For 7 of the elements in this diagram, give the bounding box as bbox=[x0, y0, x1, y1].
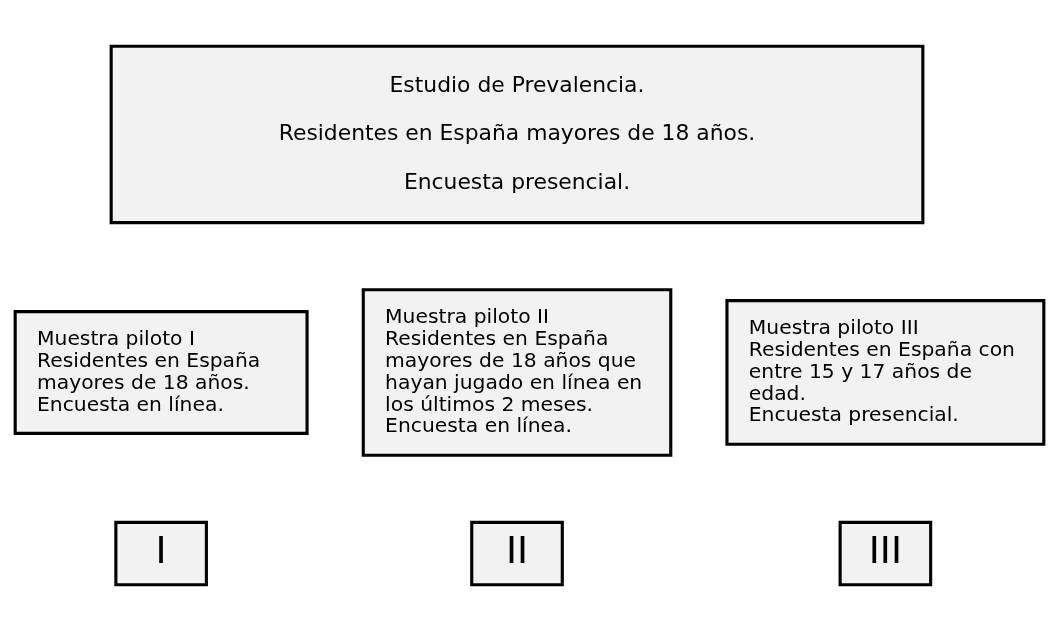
node-box: Muestra piloto III Residentes en España con entre 15 y 17 años de edad. Encuesta presencial. bbox=[725, 298, 1046, 446]
node-box: II bbox=[470, 520, 564, 586]
node-box: Muestra piloto I Residentes en España mayores de 18 años. Encuesta en línea. bbox=[13, 309, 309, 435]
node-box: III bbox=[838, 520, 933, 586]
node-box: Muestra piloto II Residentes en España mayores de 18 años que hayan jugado en línea en los últimos 2 meses. Encuesta en línea. bbox=[361, 287, 673, 457]
node-box: I bbox=[114, 520, 208, 586]
node-box: Estudio de Prevalencia. Residentes en España mayores de 18 años. Encuesta presencial. bbox=[109, 44, 925, 224]
